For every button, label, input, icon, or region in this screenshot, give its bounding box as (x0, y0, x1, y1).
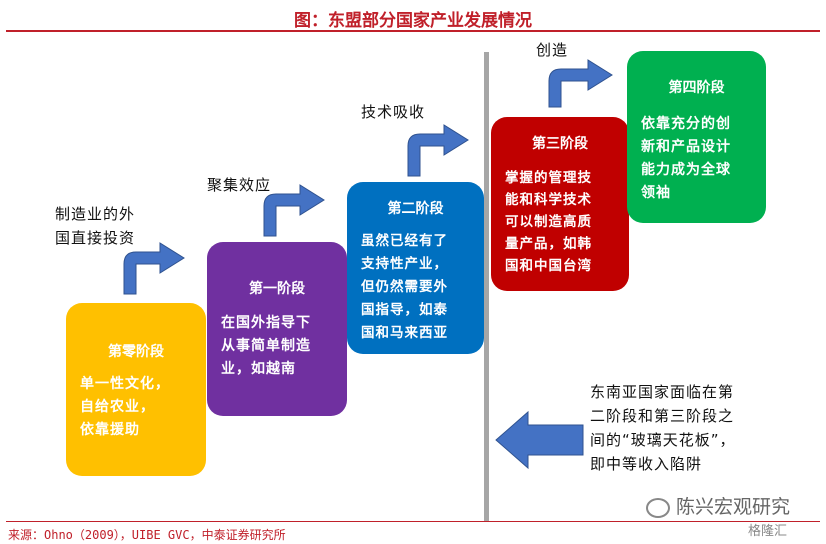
stage-desc-line: 国和马来西亚 (361, 325, 448, 341)
transition-line: 制造业的外 (55, 205, 136, 223)
note-line: 二阶段和第三阶段之 (590, 407, 735, 425)
stage-desc-line: 掌握的管理技 (505, 170, 592, 186)
stage-desc-line: 单一性文化， (80, 376, 170, 392)
stage-title: 第三阶段 (532, 136, 588, 152)
stage-title: 第零阶段 (108, 344, 164, 360)
watermark-sub: 格隆汇 (748, 524, 788, 539)
bent-arrow-icon (407, 124, 469, 177)
stage-desc-line: 在国外指导下 (221, 315, 311, 331)
bent-arrow-icon (123, 242, 185, 295)
stage-desc-line: 能和科学技术 (505, 192, 592, 208)
left-arrow-icon (495, 410, 584, 470)
stage-desc-line: 支持性产业， (361, 256, 448, 272)
transition-label-agglomeration: 聚集效应 (207, 173, 271, 197)
stage-desc-line: 虽然已经有了 (361, 233, 448, 249)
stage-desc-line: 依靠援助 (80, 422, 140, 438)
stage-desc-line: 国指导，如泰 (361, 302, 448, 318)
note-line: 间的“玻璃天花板”， (590, 431, 736, 449)
stage-2-box: 第二阶段 虽然已经有了 支持性产业， 但仍然需要外 国指导，如泰 国和马来西亚 (347, 182, 484, 354)
stage-title: 第二阶段 (387, 201, 444, 217)
stage-desc-line: 但仍然需要外 (361, 279, 448, 295)
stage-title: 第四阶段 (668, 80, 725, 96)
transition-label-tech-absorption: 技术吸收 (361, 100, 425, 124)
stage-3-box: 第三阶段 掌握的管理技 能和科学技术 可以制造高质 量产品，如韩 国和中国台湾 (491, 117, 629, 291)
stage-desc-line: 国和中国台湾 (505, 258, 592, 274)
title-rule (6, 30, 820, 32)
glass-ceiling-divider (484, 52, 489, 522)
transition-line: 创造 (536, 41, 569, 59)
transition-label-creation: 创造 (536, 38, 568, 62)
stage-desc-line: 新和产品设计 (641, 139, 731, 155)
stage-1-box: 第一阶段 在国外指导下 从事简单制造 业，如越南 (207, 242, 347, 416)
note-line: 东南亚国家面临在第 (590, 383, 735, 401)
transition-line: 国直接投资 (55, 229, 136, 247)
transition-line: 技术吸收 (361, 103, 426, 121)
transition-line: 聚集效应 (207, 176, 272, 194)
bent-arrow-icon (263, 184, 325, 237)
source-note: 来源：Ohno（2009），UIBE GVC，中泰证券研究所 (8, 528, 286, 542)
stage-desc-line: 从事简单制造 (221, 338, 311, 354)
stage-desc-line: 领袖 (641, 185, 671, 201)
watermark: 陈兴宏观研究 (646, 492, 790, 519)
stage-desc-line: 量产品，如韩 (505, 236, 592, 252)
bent-arrow-icon (548, 59, 613, 108)
stage-4-box: 第四阶段 依靠充分的创 新和产品设计 能力成为全球 领袖 (627, 51, 766, 223)
note-line: 即中等收入陷阱 (590, 455, 703, 473)
figure-title: 图：东盟部分国家产业发展情况 (294, 11, 532, 31)
stage-desc-line: 能力成为全球 (641, 162, 731, 178)
source-rule (6, 521, 820, 522)
stage-desc-line: 依靠充分的创 (641, 116, 731, 132)
glass-ceiling-note: 东南亚国家面临在第 二阶段和第三阶段之 间的“玻璃天花板”， 即中等收入陷阱 (590, 380, 736, 476)
stage-desc-line: 自给农业， (80, 399, 155, 415)
transition-label-fdi: 制造业的外 国直接投资 (55, 202, 135, 250)
stage-desc-line: 业，如越南 (221, 361, 296, 377)
watermark-text: 陈兴宏观研究 (676, 496, 791, 518)
stage-desc-line: 可以制造高质 (505, 214, 592, 230)
stage-0-box: 第零阶段 单一性文化， 自给农业， 依靠援助 (66, 303, 206, 476)
wechat-icon (646, 497, 670, 518)
stage-title: 第一阶段 (249, 281, 305, 297)
